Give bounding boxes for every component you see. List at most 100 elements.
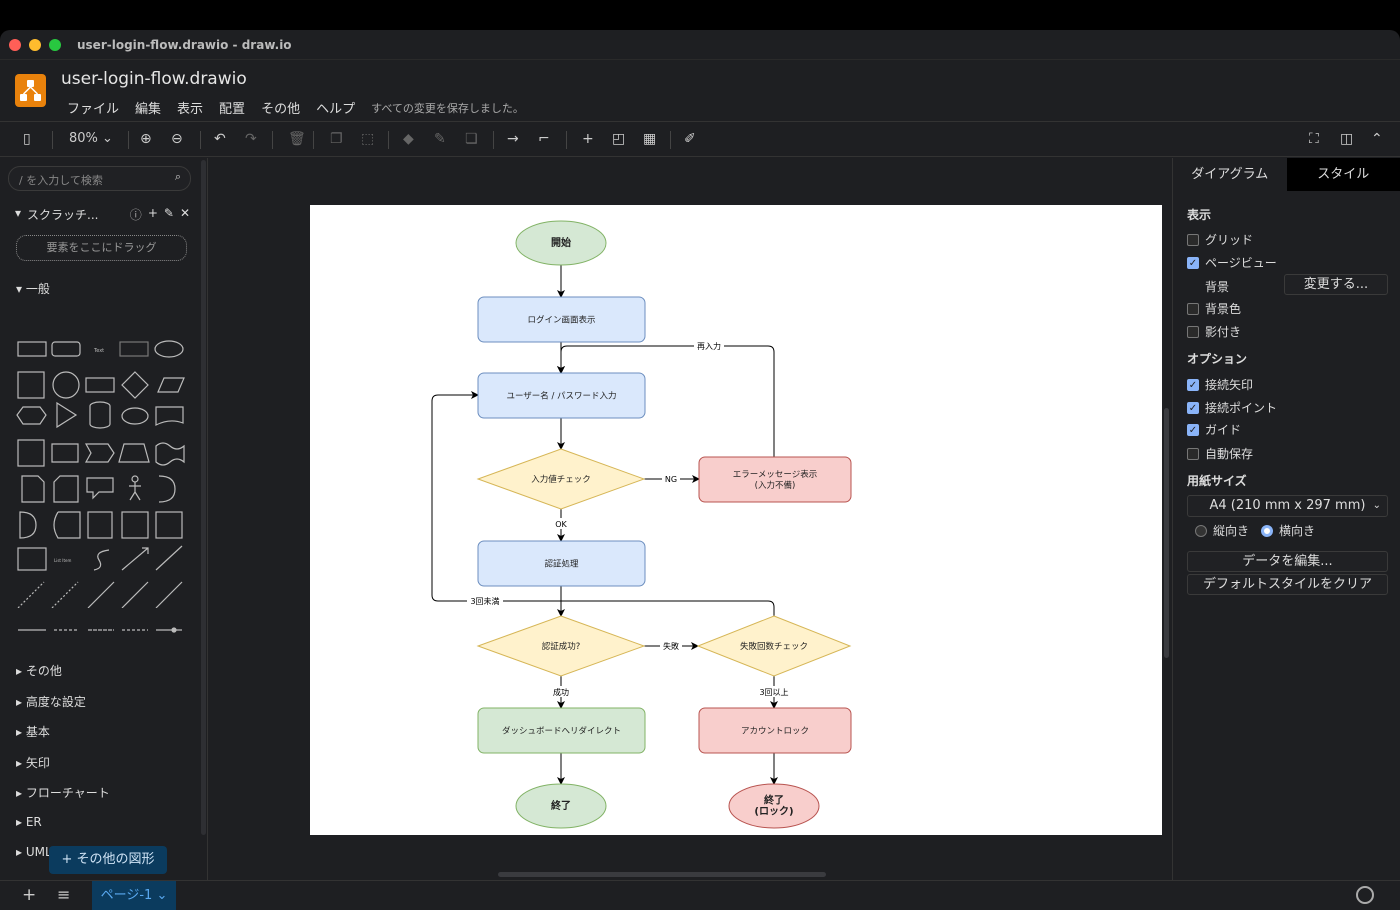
diagram-canvas[interactable]: 開始ログイン画面表示ユーザー名 / パスワード入力入力値チェック エラーメッセージ… [209, 158, 1171, 880]
save-status[interactable]: すべての変更を保存しました。 [371, 101, 524, 115]
menu-help[interactable]: ヘルプ [316, 102, 356, 117]
section-er[interactable]: ▸ ER [16, 815, 42, 829]
menu-arrange[interactable]: 配置 [219, 102, 246, 117]
help-icon[interactable]: ⓘ [129, 208, 142, 222]
portrait-radio[interactable] [1195, 524, 1207, 537]
to-back-icon[interactable]: ⬚ [361, 131, 375, 147]
background-color-checkbox[interactable]: 背景色 [1187, 300, 1241, 317]
checkbox-box[interactable] [1187, 233, 1199, 246]
section-arrows[interactable]: ▸ 矢印 [16, 756, 50, 770]
node-label: (ロック) [754, 806, 793, 818]
menu-view[interactable]: 表示 [177, 102, 204, 117]
freehand-icon[interactable]: ✐ [684, 131, 696, 147]
change-background-button[interactable]: 変更する... [1284, 274, 1388, 295]
checkbox-box[interactable]: ✓ [1187, 256, 1199, 269]
grid-checkbox[interactable]: グリッド [1187, 231, 1253, 248]
collapse-icon[interactable]: ⌃ [1371, 131, 1383, 147]
autosave-checkbox[interactable]: 自動保存 [1187, 445, 1253, 462]
delete-icon[interactable]: 🗑 [288, 131, 306, 147]
node-end[interactable]: 終了 [515, 783, 607, 829]
zoom-out-icon[interactable]: ⊖ [171, 131, 183, 147]
section-advanced[interactable]: ▸ 高度な設定 [16, 695, 86, 709]
format-panel-icon[interactable]: ◫ [1340, 131, 1354, 147]
tab-style[interactable]: スタイル [1286, 158, 1400, 191]
undo-icon[interactable]: ↶ [214, 131, 226, 147]
add-page-icon[interactable]: + [22, 885, 37, 905]
pages-menu-icon[interactable]: ≡ [57, 885, 71, 904]
fill-color-icon[interactable]: ◆ [403, 131, 414, 147]
section-flowchart[interactable]: ▸ フローチャート [16, 786, 110, 800]
node-auth-ok[interactable]: 認証成功? [476, 615, 646, 677]
section-basic[interactable]: ▸ 基本 [16, 725, 50, 739]
edit-icon[interactable]: ✎ [163, 206, 174, 220]
more-shapes-button[interactable]: + その他の図形 [49, 846, 167, 874]
checkbox-box[interactable] [1187, 302, 1199, 315]
format-panel-toggle-icon[interactable]: ▯ [23, 131, 31, 147]
checkbox-box[interactable]: ✓ [1187, 401, 1199, 414]
fullscreen-icon[interactable]: ⛶ [1309, 131, 1319, 147]
shape-search-input[interactable]: / を入力して検索⌕ [8, 166, 191, 191]
section-uml[interactable]: ▸ UML [16, 845, 52, 859]
page-view-checkbox[interactable]: ✓ページビュー [1187, 254, 1277, 271]
node-end-lock[interactable]: 終了(ロック) [728, 783, 820, 829]
checkbox-label: グリッド [1205, 233, 1254, 247]
to-front-icon[interactable]: ❐ [330, 131, 343, 147]
insert-icon[interactable]: + [582, 131, 594, 147]
checkbox-box[interactable] [1187, 325, 1199, 338]
guides-checkbox[interactable]: ✓ガイド [1187, 421, 1241, 438]
menu-extras[interactable]: その他 [261, 102, 301, 117]
node-label: ダッシュボードへリダイレクト [502, 726, 621, 737]
checkbox-box[interactable] [1187, 447, 1199, 460]
general-shapes-grid[interactable]: Text List Item [14, 298, 189, 608]
zoom-in-icon[interactable]: ⊕ [140, 131, 152, 147]
node-fail-count[interactable]: 失敗回数チェック [696, 615, 852, 677]
connector-shapes[interactable] [14, 623, 189, 637]
menu-file[interactable]: ファイル [67, 102, 120, 117]
node-login-screen[interactable]: ログイン画面表示 [477, 296, 646, 343]
left-panel-scrollbar[interactable] [201, 160, 206, 835]
menu-edit[interactable]: 編集 [135, 102, 162, 117]
node-dashboard[interactable]: ダッシュボードへリダイレクト [477, 707, 646, 754]
checkbox-box[interactable]: ✓ [1187, 423, 1199, 436]
scratchpad-header[interactable]: ▾スクラッチ...ⓘ+✎✕ [15, 206, 190, 222]
node-lock[interactable]: アカウントロック [698, 707, 852, 754]
node-start[interactable]: 開始 [515, 220, 607, 266]
clear-default-style-button[interactable]: デフォルトスタイルをクリア [1187, 574, 1388, 595]
scratchpad-drop-zone[interactable]: 要素をここにドラッグ [16, 235, 187, 261]
add-icon[interactable]: + [147, 206, 158, 220]
section-misc[interactable]: ▸ その他 [16, 664, 62, 678]
minimize-window-button[interactable] [29, 38, 41, 51]
line-color-icon[interactable]: ✎ [434, 131, 446, 147]
page-tab[interactable]: ページ-1 ⌄ [92, 881, 176, 910]
shadow-icon[interactable]: ❏ [465, 131, 478, 147]
shapes-icon[interactable]: ◰ [612, 131, 626, 147]
waypoints-icon[interactable]: ⌐ [538, 131, 550, 147]
vertical-scrollbar[interactable] [1164, 408, 1169, 658]
checkbox-box[interactable]: ✓ [1187, 378, 1199, 391]
section-general[interactable]: ▾ 一般 [16, 282, 50, 296]
table-icon[interactable]: ▦ [643, 131, 657, 147]
horizontal-scrollbar[interactable] [498, 872, 826, 877]
node-shape [698, 456, 852, 503]
github-icon[interactable] [1356, 886, 1374, 904]
maximize-window-button[interactable] [49, 38, 61, 51]
node-label: 入力値チェック [531, 474, 591, 485]
node-validate[interactable]: 入力値チェック [476, 448, 646, 510]
zoom-select[interactable]: 80% ⌄ [69, 131, 113, 146]
redo-icon[interactable]: ↷ [245, 131, 257, 147]
file-name[interactable]: user-login-flow.drawio [61, 69, 247, 89]
node-input[interactable]: ユーザー名 / パスワード入力 [477, 372, 646, 419]
connection-points-checkbox[interactable]: ✓接続ポイント [1187, 399, 1277, 416]
landscape-radio[interactable] [1261, 524, 1274, 537]
close-icon[interactable]: ✕ [179, 206, 190, 220]
close-window-button[interactable] [9, 38, 21, 51]
diagram-page[interactable]: 開始ログイン画面表示ユーザー名 / パスワード入力入力値チェック エラーメッセージ… [310, 205, 1162, 835]
node-error[interactable]: エラーメッセージ表示(入力不備) [698, 456, 852, 503]
edit-data-button[interactable]: データを編集... [1187, 551, 1388, 572]
shadow-checkbox[interactable]: 影付き [1187, 323, 1241, 340]
tab-diagram[interactable]: ダイアグラム [1191, 167, 1269, 182]
paper-size-select[interactable]: A4 (210 mm x 297 mm)⌄ [1187, 495, 1388, 517]
node-auth[interactable]: 認証処理 [477, 540, 646, 587]
connection-icon[interactable]: → [507, 131, 519, 147]
connection-arrows-checkbox[interactable]: ✓接続矢印 [1187, 376, 1253, 393]
